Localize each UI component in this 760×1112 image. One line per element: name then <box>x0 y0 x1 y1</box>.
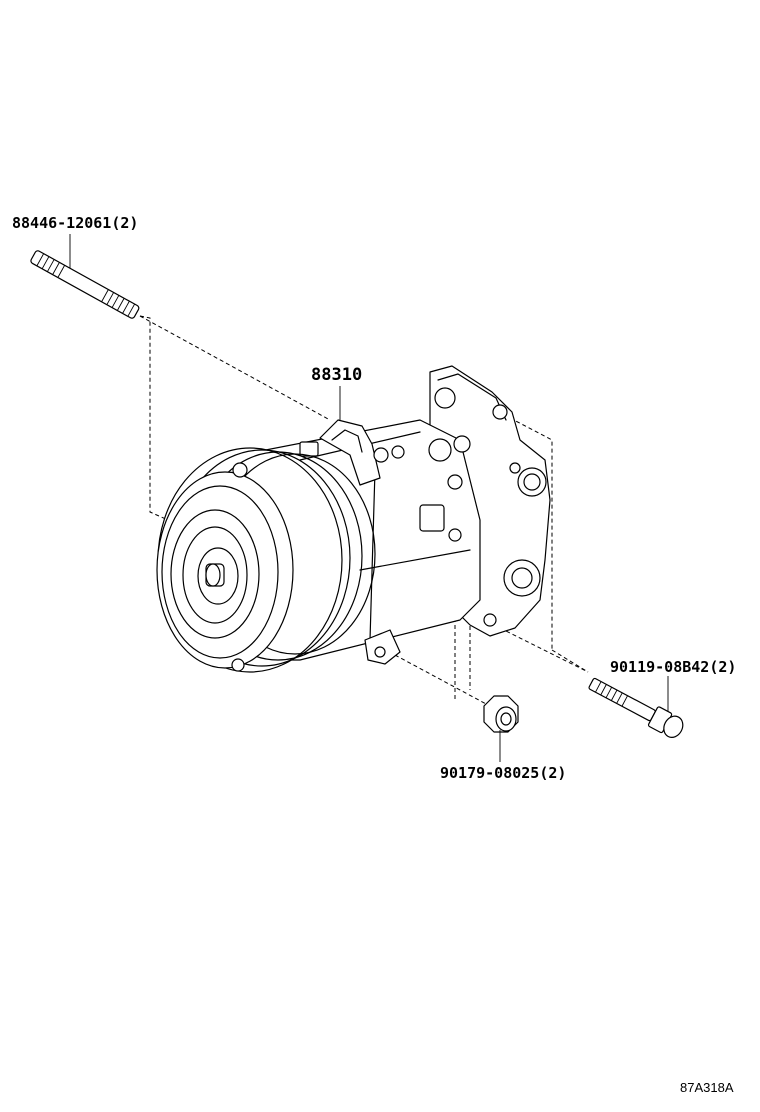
nut-drawing <box>483 695 519 733</box>
compressor-drawing <box>156 365 551 673</box>
stud-part-label: 88446-12061(2) <box>12 214 138 232</box>
stud-bolt-drawing <box>30 250 140 319</box>
bolt-part-quantity: (2) <box>709 658 737 676</box>
nut-part-number: 90179-08025 <box>440 764 540 782</box>
bolt-part-number: 90119-08B42 <box>610 658 710 676</box>
stud-part-quantity: (2) <box>111 214 139 232</box>
stud-part-number: 88446-12061 <box>12 214 112 232</box>
compressor-part-number: 88310 <box>311 365 363 385</box>
bolt-part-label: 90119-08B42(2) <box>610 658 736 676</box>
nut-part-label: 90179-08025(2) <box>440 764 566 782</box>
nut-part-quantity: (2) <box>539 764 567 782</box>
drawing-code: 87A318A <box>680 1080 734 1095</box>
bolt-drawing <box>588 677 684 738</box>
compressor-part-label: 88310 <box>311 366 362 384</box>
